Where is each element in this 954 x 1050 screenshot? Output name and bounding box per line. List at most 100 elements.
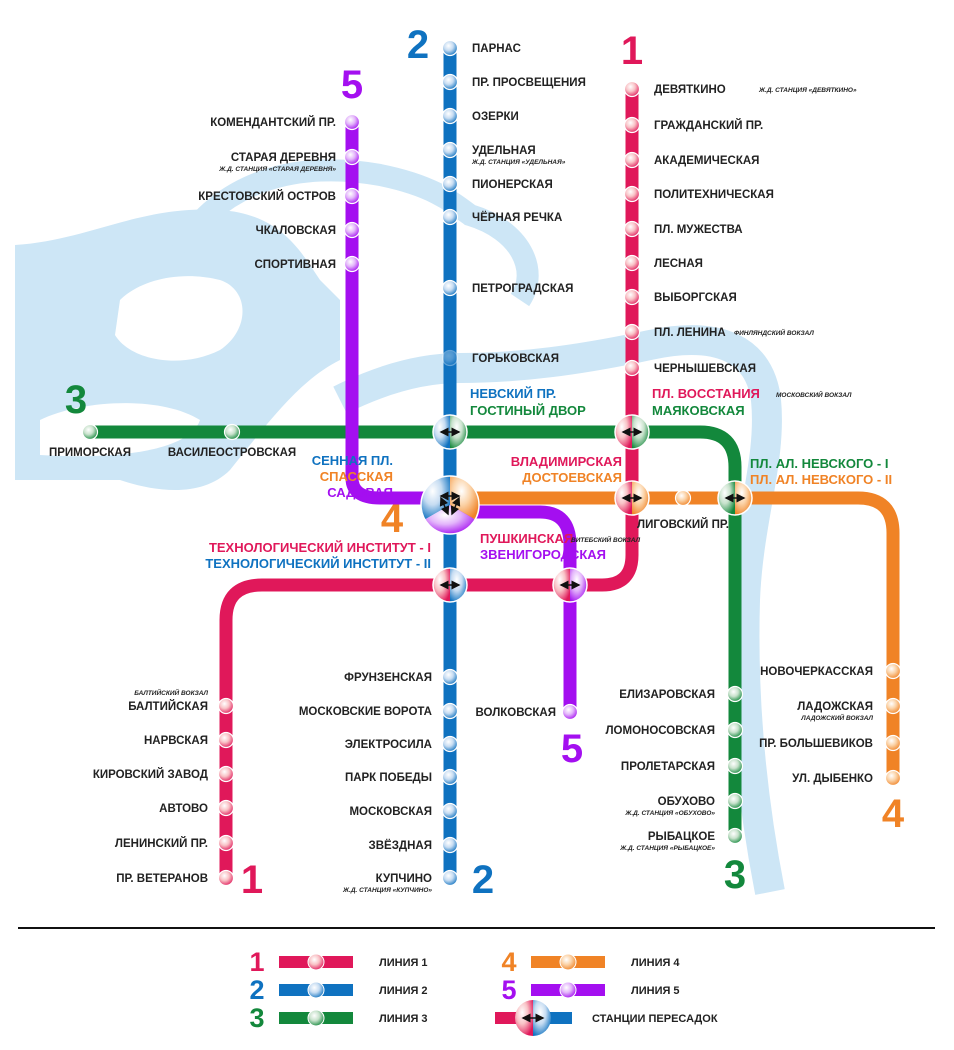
station-dot[interactable] (623, 185, 641, 203)
station-dot[interactable] (623, 116, 641, 134)
transfer-station-label: МАЯКОВСКАЯ (652, 403, 745, 418)
legend-number: 1 (249, 947, 264, 977)
station-label: ПЛ. МУЖЕСТВА (654, 224, 743, 236)
station-label: УДЕЛЬНАЯ (472, 145, 536, 157)
legend-station-dot (559, 953, 577, 971)
station-dot[interactable] (441, 73, 459, 91)
station-dot[interactable] (343, 221, 361, 239)
station-label: УЛ. ДЫБЕНКО (792, 773, 873, 785)
station-dot[interactable] (623, 254, 641, 272)
station-dot[interactable] (623, 151, 641, 169)
station-label: ОБУХОВО (658, 796, 715, 808)
station-dot[interactable] (81, 423, 99, 441)
station-label: ПРИМОРСКАЯ (49, 447, 131, 459)
station-label: НОВОЧЕРКАССКАЯ (760, 666, 873, 678)
station-dot[interactable] (726, 757, 744, 775)
legend-number: 4 (501, 947, 516, 977)
station-note: Ж.Д. СТАНЦИЯ «РЫБАЦКОЕ» (619, 845, 715, 852)
station-dot[interactable] (441, 107, 459, 125)
line-number-label: 3 (724, 853, 746, 897)
track-line-5 (345, 122, 450, 505)
station-dot[interactable] (441, 175, 459, 193)
station-note: ЛАДОЖСКИЙ ВОКЗАЛ (800, 713, 873, 722)
transfer-tekhnolog[interactable] (432, 567, 468, 603)
station-label: ЕЛИЗАРОВСКАЯ (619, 689, 715, 701)
legend-station-dot (307, 981, 325, 999)
station-label: СПОРТИВНАЯ (254, 259, 336, 271)
transfer-vosstaniya[interactable] (614, 414, 650, 450)
station-dot[interactable] (441, 279, 459, 297)
station-label: ПАРК ПОБЕДЫ (345, 772, 432, 784)
station-dot[interactable] (441, 735, 459, 753)
station-label: ЛЕНИНСКИЙ ПР. (115, 837, 208, 850)
track-line-4 (450, 491, 900, 778)
transfer-station-label: ГОСТИНЫЙ ДВОР (470, 403, 586, 418)
station-dot[interactable] (726, 721, 744, 739)
legend-label: ЛИНИЯ 2 (379, 985, 428, 997)
station-dot[interactable] (623, 220, 641, 238)
station-dot[interactable] (726, 827, 744, 845)
station-note: Ж.Д. СТАНЦИЯ «КУПЧИНО» (342, 887, 432, 894)
transfer-station-label: НЕВСКИЙ ПР. (470, 386, 556, 401)
station-label: ПЛ. ЛЕНИНА (654, 327, 726, 339)
station-note: Ж.Д. СТАНЦИЯ «УДЕЛЬНАЯ» (471, 159, 566, 166)
transfer-sennaya[interactable] (420, 475, 480, 535)
station-dot[interactable] (217, 765, 235, 783)
tracks (90, 48, 900, 878)
station-dot[interactable] (217, 799, 235, 817)
transfer-station-label: ТЕХНОЛОГИЧЕСКИЙ ИНСТИТУТ - I (209, 540, 431, 555)
transfer-station-label: ПЛ. АЛ. НЕВСКОГО - I (750, 456, 888, 471)
station-dot[interactable] (441, 768, 459, 786)
station-dot[interactable] (623, 359, 641, 377)
station-note: Ж.Д. СТАНЦИЯ «СТАРАЯ ДЕРЕВНЯ» (218, 166, 336, 173)
transfer-nevskogo[interactable] (717, 480, 753, 516)
station-dot[interactable] (441, 836, 459, 854)
transfer-nevsky[interactable] (432, 414, 468, 450)
station-label: ПОЛИТЕХНИЧЕСКАЯ (654, 189, 774, 201)
station-dot[interactable] (561, 703, 579, 721)
legend-label: ЛИНИЯ 1 (379, 957, 428, 969)
station-dot[interactable] (441, 869, 459, 887)
station-dot[interactable] (884, 769, 902, 787)
transfer-vladimirskaya[interactable] (614, 480, 650, 516)
station-dot[interactable] (217, 697, 235, 715)
line-number-label: 4 (381, 497, 404, 541)
station-dot[interactable] (343, 148, 361, 166)
transfer-station-label: ПУШКИНСКАЯ (480, 531, 573, 546)
station-dot[interactable] (441, 141, 459, 159)
station-dot[interactable] (441, 349, 459, 367)
station-dot[interactable] (343, 113, 361, 131)
station-dot[interactable] (726, 792, 744, 810)
transfer-pushkinskaya[interactable] (552, 567, 588, 603)
station-dot[interactable] (441, 39, 459, 57)
station-label: ПР. ПРОСВЕЩЕНИЯ (472, 77, 586, 89)
transfer-arrow-icon (439, 496, 450, 516)
station-dot[interactable] (217, 834, 235, 852)
station-dot[interactable] (623, 288, 641, 306)
station-note: БАЛТИЙСКИЙ ВОКЗАЛ (134, 688, 208, 697)
station-dot[interactable] (343, 255, 361, 273)
station-dot[interactable] (623, 323, 641, 341)
station-dot[interactable] (884, 697, 902, 715)
station-dot[interactable] (726, 685, 744, 703)
station-dot[interactable] (884, 662, 902, 680)
legend-number: 2 (249, 975, 264, 1005)
station-dot[interactable] (441, 208, 459, 226)
station-dot[interactable] (674, 489, 692, 507)
station-note: ФИНЛЯНДСКИЙ ВОКЗАЛ (734, 328, 814, 337)
station-dot[interactable] (217, 731, 235, 749)
station-dot[interactable] (884, 734, 902, 752)
station-dot[interactable] (441, 702, 459, 720)
station-note: МОСКОВСКИЙ ВОКЗАЛ (776, 390, 852, 399)
station-dot[interactable] (441, 668, 459, 686)
station-dot[interactable] (623, 80, 641, 98)
line-number-label: 1 (241, 858, 263, 902)
transfer-station-label: ПЛ. ВОССТАНИЯ (652, 386, 760, 401)
station-dot[interactable] (223, 423, 241, 441)
line-number-label: 3 (65, 378, 87, 422)
station-dot[interactable] (343, 187, 361, 205)
station-dot[interactable] (217, 869, 235, 887)
station-dot[interactable] (441, 802, 459, 820)
